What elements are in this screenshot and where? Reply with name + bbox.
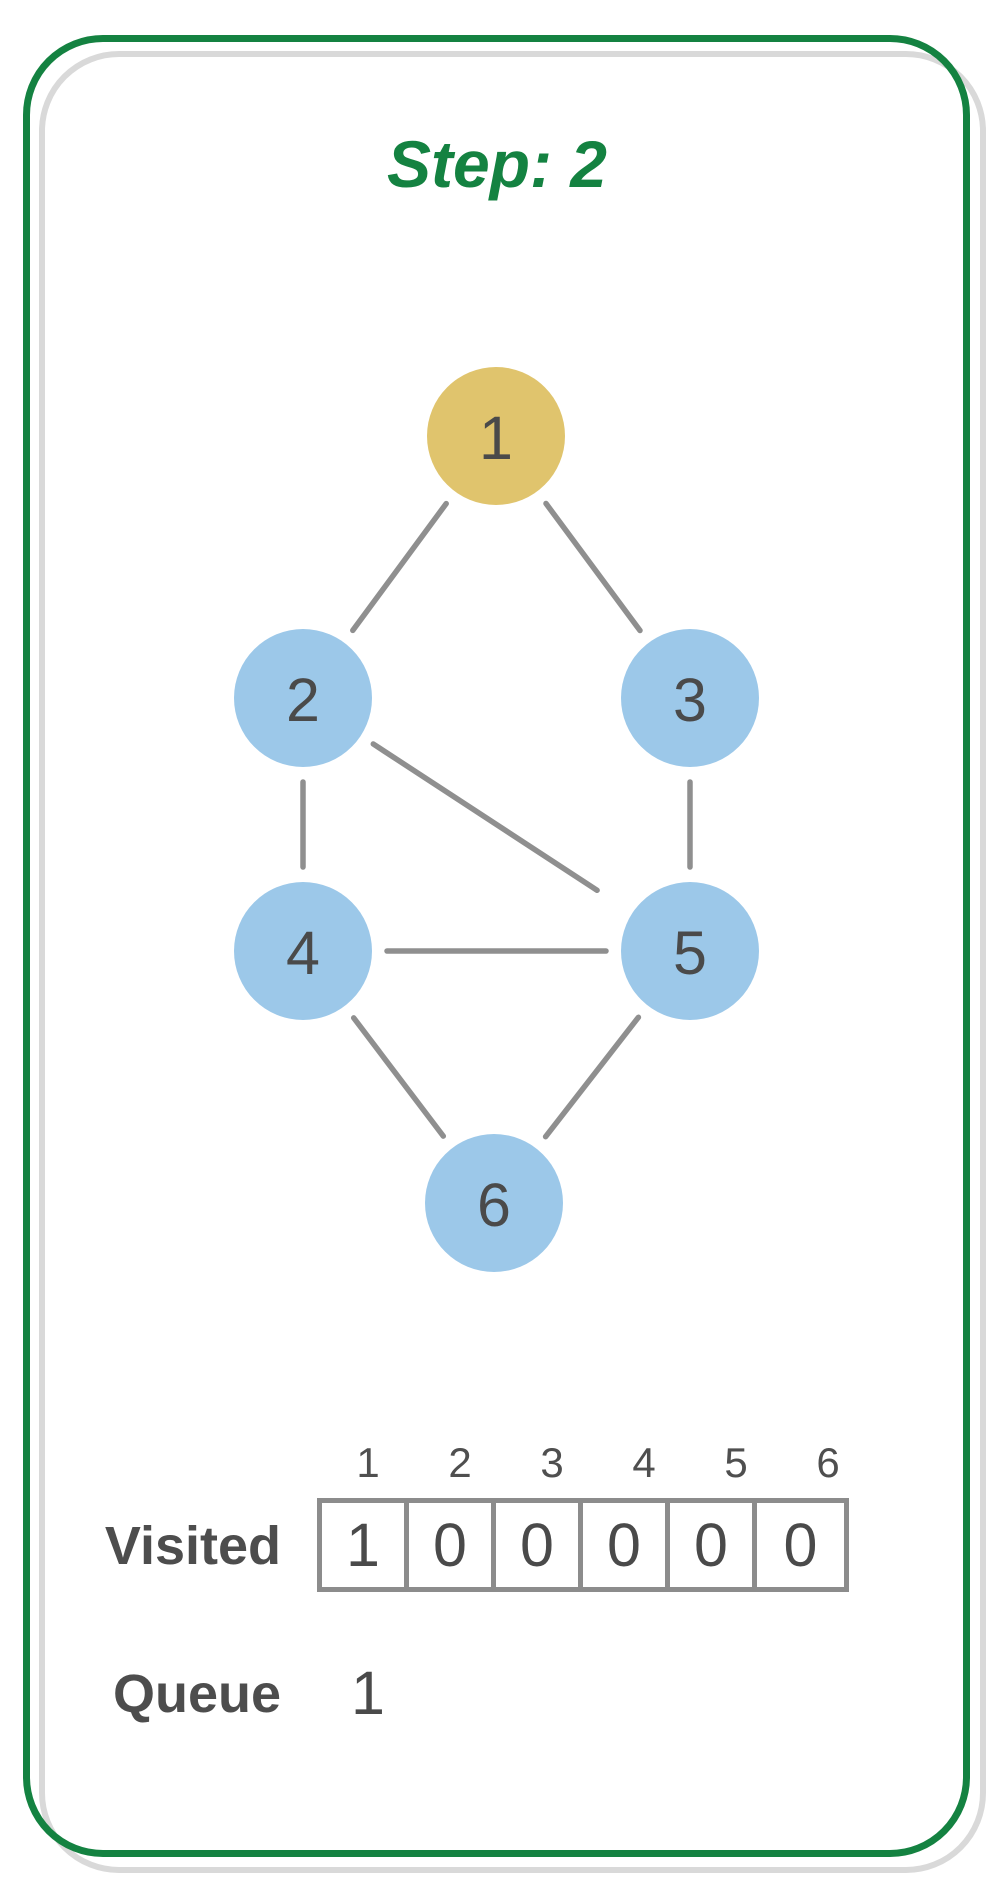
node-6: 6 [425, 1134, 563, 1272]
node-1-circle [427, 367, 565, 505]
node-2-circle [234, 629, 372, 767]
visited-cell-4: 0 [583, 1503, 670, 1587]
visited-index-4: 4 [632, 1439, 656, 1486]
card-shadow [39, 51, 986, 1873]
queue-label: Queue [112, 1664, 281, 1724]
node-5-circle [621, 882, 759, 1020]
visited-cell-1: 1 [322, 1503, 409, 1587]
visited-cell-6: 0 [783, 1511, 818, 1579]
visited-cell-2: 0 [409, 1503, 496, 1587]
node-4: 4 [234, 882, 372, 1020]
visited-index-5: 5 [724, 1439, 748, 1486]
node-2: 2 [234, 629, 372, 767]
edge-1-3 [543, 500, 643, 634]
node-4-label: 4 [286, 919, 320, 987]
edge-4-6 [350, 1015, 447, 1139]
node-3-label: 3 [673, 666, 707, 734]
step-title: Step: 2 [386, 127, 608, 201]
node-3: 3 [621, 629, 759, 767]
node-4-circle [234, 882, 372, 1020]
visited-cell-3: 0 [496, 1503, 583, 1587]
node-1-label: 1 [479, 404, 513, 472]
node-6-label: 6 [477, 1171, 511, 1239]
visited-index-1: 1 [356, 1439, 380, 1486]
node-1: 1 [427, 367, 565, 505]
visited-index-3: 3 [540, 1439, 564, 1486]
queue-values: 1 [322, 1662, 414, 1724]
node-3-circle [621, 629, 759, 767]
visited-label: Visited [104, 1516, 281, 1576]
visited-index-2: 2 [448, 1439, 472, 1486]
edge-5-6 [542, 1014, 642, 1140]
node-5-label: 5 [673, 919, 707, 987]
card-border [23, 35, 970, 1857]
node-6-circle [425, 1134, 563, 1272]
visited-index-row: 1 2 3 4 5 6 [322, 1440, 874, 1486]
queue-value-1: 1 [351, 1659, 385, 1727]
node-5: 5 [621, 882, 759, 1020]
edge-1-2 [350, 500, 449, 634]
visited-cell-5: 0 [670, 1503, 757, 1587]
edge-2-5 [370, 741, 600, 894]
visited-index-6: 6 [816, 1439, 840, 1486]
node-2-label: 2 [286, 666, 320, 734]
